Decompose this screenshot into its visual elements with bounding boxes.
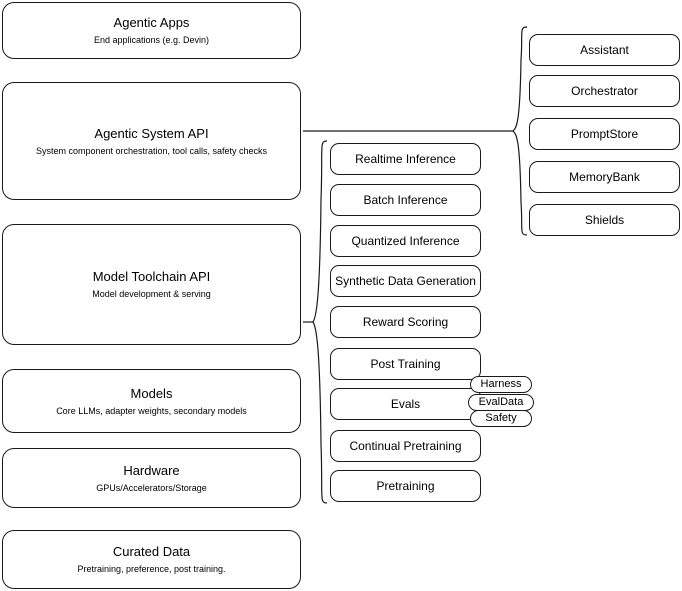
- eval-tag-safety[interactable]: Safety: [470, 410, 532, 427]
- layer-subtitle: System component orchestration, tool cal…: [35, 145, 268, 156]
- layer-agentic-system-api[interactable]: Agentic System API System component orch…: [2, 82, 301, 200]
- capability-synthetic-data-generation[interactable]: Synthetic Data Generation: [330, 265, 481, 297]
- layer-title: Agentic Apps: [113, 15, 190, 30]
- eval-tag-evaldata[interactable]: EvalData: [468, 394, 534, 411]
- layer-title: Agentic System API: [94, 125, 209, 141]
- brace-system-components: [512, 26, 528, 236]
- layer-subtitle: Model development & serving: [92, 289, 211, 299]
- layer-curated-data[interactable]: Curated Data Pretraining, preference, po…: [2, 530, 301, 589]
- layer-subtitle: End applications (e.g. Devin): [93, 35, 210, 45]
- component-shields[interactable]: Shields: [529, 204, 680, 236]
- capability-continual-pretraining[interactable]: Continual Pretraining: [330, 430, 481, 462]
- layer-agentic-apps[interactable]: Agentic Apps End applications (e.g. Devi…: [2, 2, 301, 59]
- capability-evals[interactable]: Evals: [330, 388, 481, 420]
- component-orchestrator[interactable]: Orchestrator: [529, 75, 680, 107]
- layer-hardware[interactable]: Hardware GPUs/Accelerators/Storage: [2, 448, 301, 508]
- capability-pretraining[interactable]: Pretraining: [330, 470, 481, 502]
- layer-title: Models: [130, 385, 173, 401]
- layer-title: Model Toolchain API: [92, 269, 211, 284]
- layer-subtitle: Pretraining, preference, post training.: [77, 564, 226, 574]
- layer-model-toolchain-api[interactable]: Model Toolchain API Model development & …: [2, 224, 301, 345]
- layer-title: Curated Data: [112, 544, 191, 559]
- capability-post-training[interactable]: Post Training: [330, 348, 481, 380]
- capability-reward-scoring[interactable]: Reward Scoring: [330, 306, 481, 338]
- component-assistant[interactable]: Assistant: [529, 34, 680, 66]
- layer-subtitle: GPUs/Accelerators/Storage: [96, 482, 207, 493]
- capability-quantized-inference[interactable]: Quantized Inference: [330, 225, 481, 257]
- capability-batch-inference[interactable]: Batch Inference: [330, 184, 481, 216]
- layer-title: Hardware: [123, 462, 180, 478]
- layer-subtitle: Core LLMs, adapter weights, secondary mo…: [56, 405, 247, 416]
- component-promptstore[interactable]: PromptStore: [529, 118, 680, 150]
- component-memorybank[interactable]: MemoryBank: [529, 161, 680, 193]
- eval-tag-harness[interactable]: Harness: [470, 376, 532, 393]
- layer-models[interactable]: Models Core LLMs, adapter weights, secon…: [2, 369, 301, 433]
- brace-toolchain-capabilities: [312, 140, 328, 504]
- capability-realtime-inference[interactable]: Realtime Inference: [330, 143, 481, 175]
